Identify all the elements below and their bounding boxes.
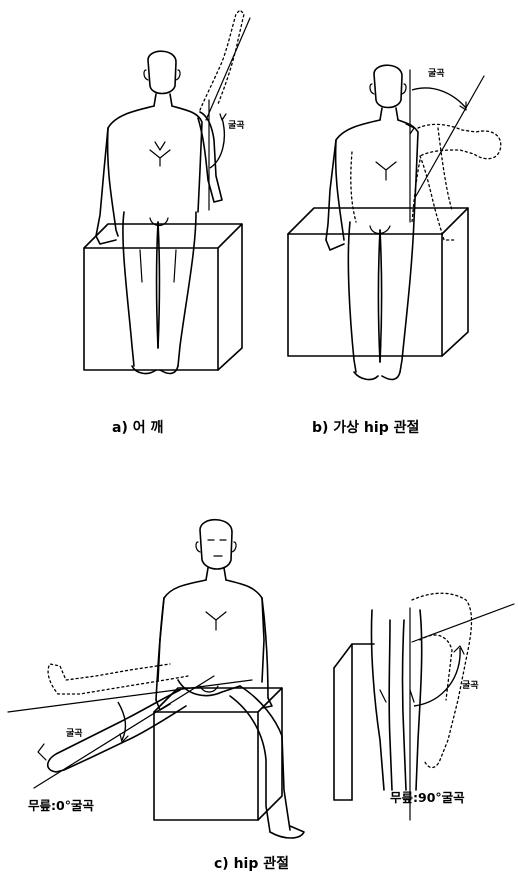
panel-c-right-angle-label: 굴곡 (462, 680, 479, 691)
panel-a-box (84, 224, 242, 370)
caption-b: b) 가상 hip 관절 (312, 419, 419, 436)
panel-a-figure (96, 10, 250, 373)
panel-c-left-angle-label: 굴곡 (66, 728, 83, 739)
caption-c: c) hip 관절 (214, 855, 289, 872)
panel-c-left-hip: 굴곡 무릎:0°굴곡 (8, 520, 304, 838)
panel-c-right-hip: 굴곡 무릎:90°굴곡 (334, 593, 514, 820)
panel-b-angle-label: 굴곡 (428, 68, 445, 79)
panel-c-right-note: 무릎:90°굴곡 (390, 790, 465, 805)
panel-c-right-figure (371, 593, 514, 820)
panel-c-left-figure (8, 520, 304, 838)
panel-c-right-box (334, 644, 374, 800)
panel-b-virtual-hip: 굴곡 (288, 65, 501, 379)
caption-a: a) 어 깨 (112, 419, 163, 436)
panel-b-figure (326, 65, 501, 379)
panel-a-shoulder: 굴곡 (84, 10, 250, 373)
panel-a-angle-label: 굴곡 (228, 120, 245, 131)
panel-c-left-note: 무릎:0°굴곡 (28, 798, 94, 813)
